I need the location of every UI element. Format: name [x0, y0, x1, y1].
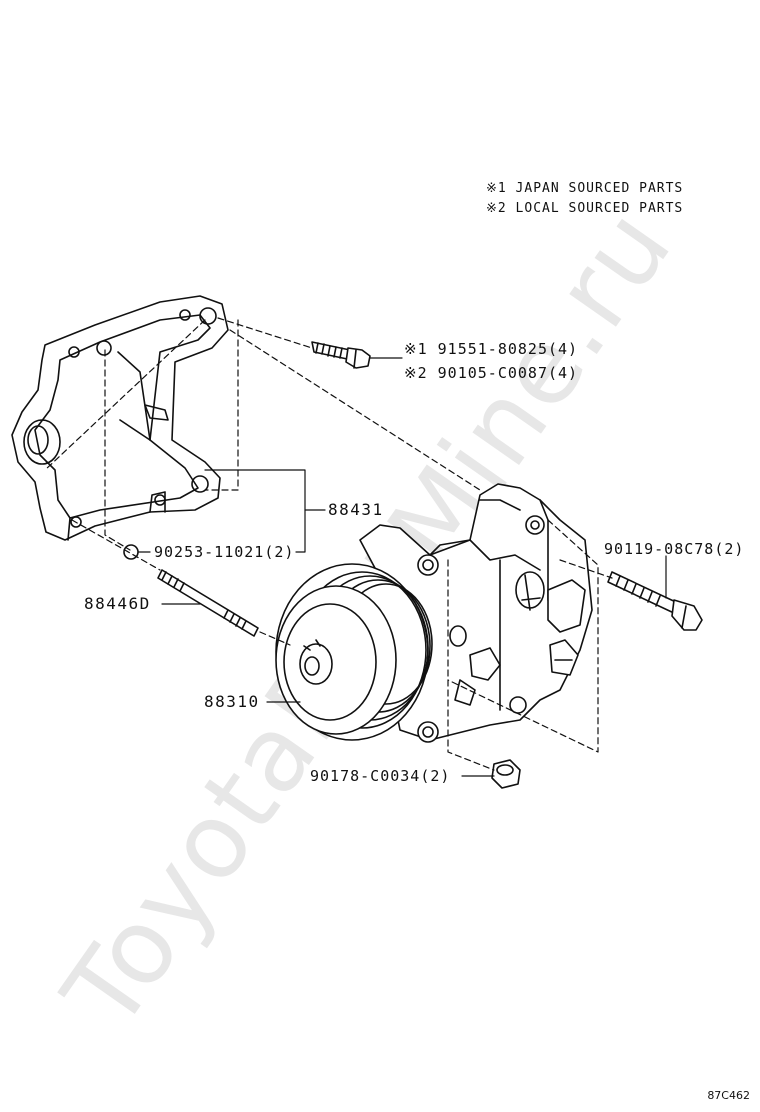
- part-label-90253[interactable]: 90253-11021(2): [154, 543, 295, 561]
- part-label-91551[interactable]: ※1 91551-80825(4): [404, 340, 579, 358]
- nut-90178: [491, 759, 521, 789]
- part-label-88310[interactable]: 88310: [204, 692, 260, 711]
- bracket-88431: [11, 295, 229, 541]
- bolt-90119: [607, 571, 703, 631]
- bolt-91551: [311, 341, 371, 369]
- part-label-90178[interactable]: 90178-C0034(2): [310, 767, 451, 785]
- leader-lines: [137, 357, 667, 777]
- note-japan-sourced: ※1 JAPAN SOURCED PARTS: [486, 181, 684, 196]
- figure-id: 87C462: [707, 1089, 750, 1102]
- part-label-88446d[interactable]: 88446D: [84, 594, 151, 613]
- note-local-sourced: ※2 LOCAL SOURCED PARTS: [486, 201, 684, 216]
- stud-88446d: [157, 569, 259, 637]
- part-label-90105[interactable]: ※2 90105-C0087(4): [404, 364, 579, 382]
- part-label-88431[interactable]: 88431: [328, 500, 384, 519]
- reference-lines: [44, 317, 613, 771]
- compressor-88310: [275, 483, 593, 743]
- part-label-90119[interactable]: 90119-08C78(2): [604, 540, 745, 558]
